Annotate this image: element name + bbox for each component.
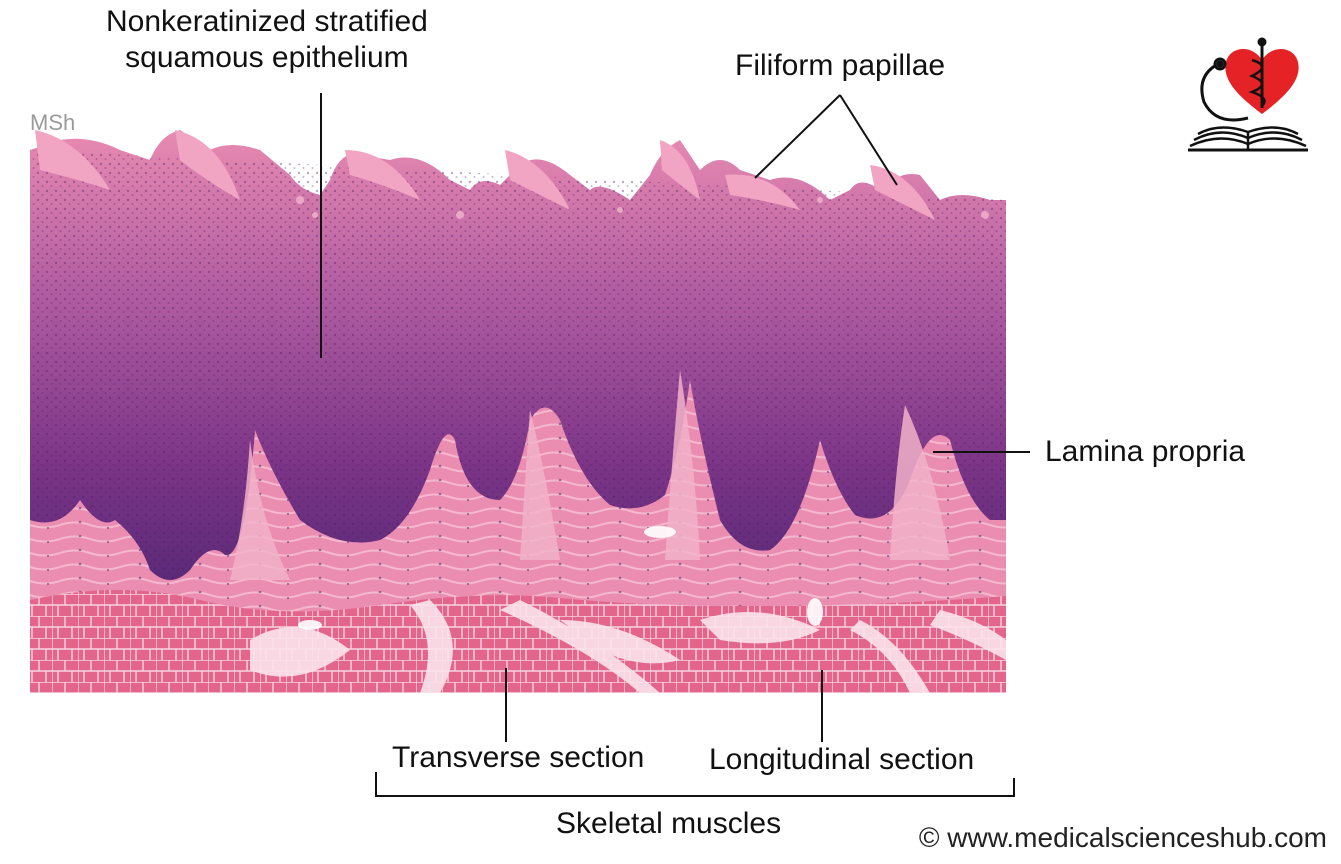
stethoscope-icon bbox=[1200, 57, 1249, 122]
msh-watermark: MSh bbox=[30, 110, 76, 135]
longitudinal-section-label: Longitudinal section bbox=[709, 743, 975, 776]
lamina-propria-label: Lamina propria bbox=[1045, 435, 1246, 468]
epithelium-label: Nonkeratinized stratified squamous epith… bbox=[106, 4, 428, 76]
copyright-notice: © www.medicalscienceshub.com bbox=[918, 822, 1327, 853]
skeletal-muscles-label: Skeletal muscles bbox=[556, 807, 782, 840]
epithelium-label-line2: squamous epithelium bbox=[125, 41, 409, 74]
filiform-papillae-label: Filiform papillae bbox=[735, 49, 946, 82]
epithelium-label-line1: Nonkeratinized stratified bbox=[106, 5, 428, 38]
open-book-icon bbox=[1188, 126, 1308, 152]
transverse-section-label: Transverse section bbox=[392, 741, 645, 774]
caduceus-icon bbox=[1248, 37, 1267, 108]
heart-caduceus-logo-icon bbox=[1188, 37, 1308, 152]
